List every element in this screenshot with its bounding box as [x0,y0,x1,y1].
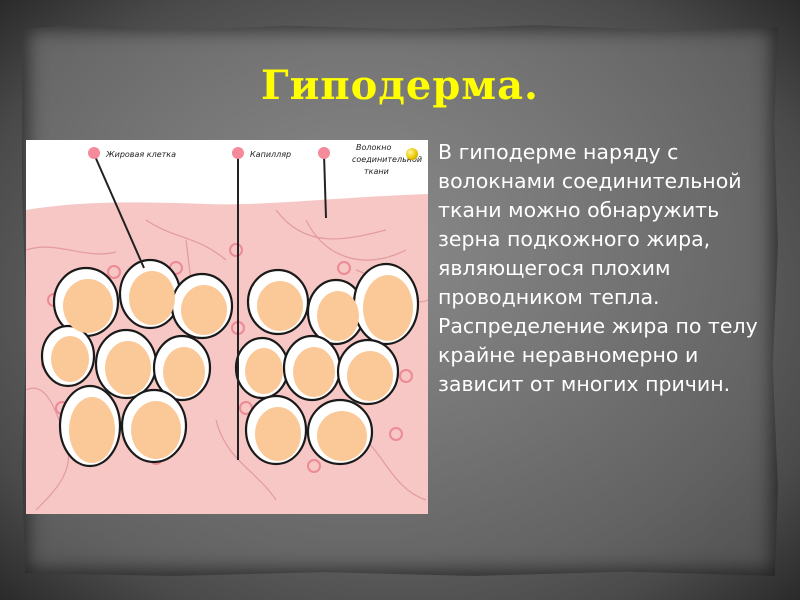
bullet-icon [406,148,418,160]
hypodermis-diagram: Жировая клетка Капилляр Волокно соединит… [26,143,428,514]
label-fibers-3: ткани [364,167,389,176]
label-fibers-1: Волокно [356,143,391,152]
fat-lobule-left [40,258,234,468]
bullet-text: В гиподерме наряду с волокнами соедините… [438,140,758,396]
label-fibers-2: соединительной [352,155,422,164]
label-markers [88,147,330,159]
label-pointers [93,153,327,460]
label-capillary: Капилляр [250,150,291,159]
slide-title: Гиподерма. [261,62,539,109]
hypodermis-illustration: Жировая клетка Капилляр Волокно соединит… [26,140,428,514]
fat-lobule-right [234,262,420,466]
label-fat-cell: Жировая клетка [105,150,176,159]
